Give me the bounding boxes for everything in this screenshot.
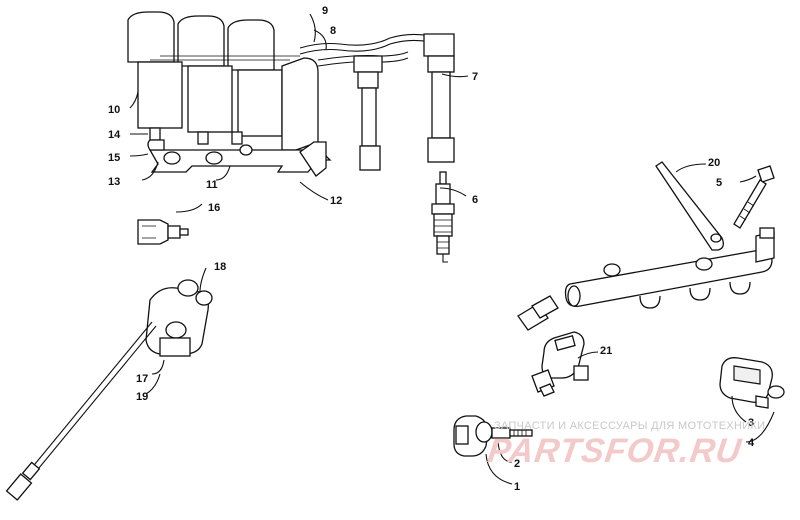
callout-21: 21 (600, 345, 612, 357)
callout-labels: 1 2 3 4 5 6 7 8 9 10 11 12 13 14 15 16 1… (108, 5, 755, 493)
callout-16: 16 (208, 202, 220, 214)
callout-14: 14 (108, 129, 121, 141)
fuel-injector (517, 295, 589, 397)
callout-15: 15 (108, 152, 120, 164)
callout-20: 20 (708, 157, 720, 169)
callout-8: 8 (330, 25, 336, 37)
ignition-wire-harness (299, 33, 455, 73)
spark-plug (431, 171, 455, 263)
fuel-rail-bracket (655, 161, 724, 251)
knock-sensor (453, 415, 533, 457)
callout-9: 9 (322, 5, 328, 17)
callout-3: 3 (748, 417, 754, 429)
callout-2: 2 (514, 458, 520, 470)
callout-13: 13 (108, 176, 120, 188)
callout-10: 10 (108, 104, 120, 116)
callout-6: 6 (472, 194, 478, 206)
temperature-sensor (137, 219, 189, 245)
spark-plug-boot (357, 55, 455, 171)
callout-12: 12 (330, 195, 342, 207)
fuel-rail (564, 227, 775, 309)
leader-lines (129, 13, 775, 485)
callout-5: 5 (716, 177, 722, 189)
callout-18: 18 (214, 261, 226, 273)
speed-sensor-assembly (5, 279, 213, 501)
watermark-logo: PARTSFOR.RU (485, 432, 745, 470)
callout-11: 11 (206, 179, 218, 191)
callout-19: 19 (136, 391, 148, 403)
map-sensor (719, 357, 785, 409)
watermark-tagline: ЗАПЧАСТИ И АКСЕССУАРЫ ДЛЯ МОТОТЕХНИКИ (494, 420, 766, 432)
callout-1: 1 (514, 481, 520, 493)
callout-4: 4 (748, 437, 755, 449)
callout-17: 17 (136, 373, 148, 385)
ignition-coil-pack (127, 11, 332, 177)
callout-7: 7 (472, 71, 478, 83)
mounting-bolt (733, 165, 775, 229)
